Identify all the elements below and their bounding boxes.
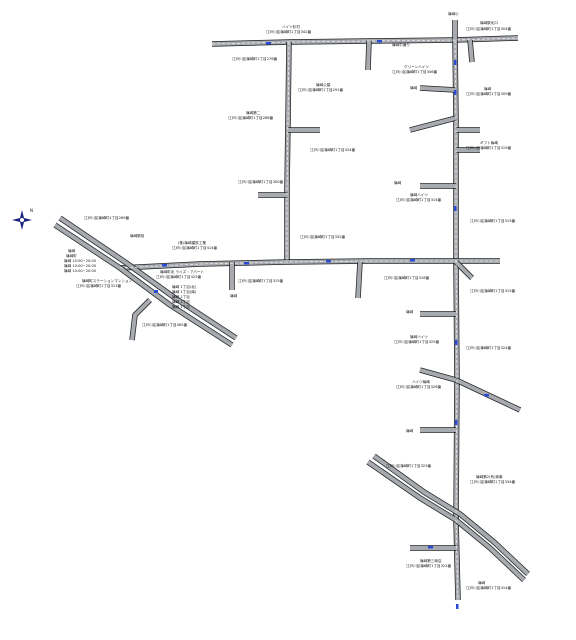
label: 篠崎 — [484, 86, 492, 91]
label: 篠崎 — [406, 428, 414, 433]
label: 篠崎 1丁目 — [172, 299, 190, 304]
label: ハイツ杉村 — [282, 24, 300, 29]
label: 篠崎第2(有)商事 — [476, 474, 503, 479]
label: 江戸川区篠崎町1丁目314番 — [396, 197, 441, 202]
label: 江戸川区篠崎町1丁目316番 — [384, 275, 429, 280]
label: 篠崎ハイツ — [410, 192, 428, 197]
label: 篠崎 — [68, 248, 76, 253]
label: 江戸川区篠崎町1丁目309番 — [466, 91, 511, 96]
label: 篠崎 10:00~20:00 — [64, 263, 97, 268]
label: 篠崎 10:00~20:00 — [64, 258, 97, 263]
car-marker — [454, 206, 457, 211]
car-marker — [454, 60, 457, 65]
car-marker — [244, 262, 249, 265]
label: ハイツ篠崎 — [412, 379, 430, 384]
label: 江戸川区篠崎町1丁目322番 — [406, 563, 451, 568]
car-marker — [410, 259, 415, 262]
label: 篠崎 — [394, 180, 402, 185]
label: ギフト篠崎 — [480, 140, 498, 145]
label: 江戸川区篠崎町1丁目342番 — [266, 29, 311, 34]
label: 江戸川区篠崎町1丁目326番 — [396, 384, 441, 389]
label: 篠崎町 — [66, 253, 77, 258]
car-marker — [454, 90, 457, 95]
vehicles — [154, 40, 489, 609]
label: 篠崎 10:00~20:00 — [64, 268, 97, 273]
label: 江戸川区篠崎町1丁目315番 — [238, 278, 283, 283]
label: 江戸川区篠崎町1丁目315番 — [470, 218, 515, 223]
label: 江戸川区篠崎町1丁目325番 — [394, 339, 439, 344]
label: 江戸川区篠崎町1丁目334番 — [470, 479, 515, 484]
label: 江戸川区篠崎町1丁目425番 — [156, 274, 201, 279]
label: 篠崎町ステーションマンション — [82, 278, 133, 283]
car-marker — [455, 420, 458, 425]
label: 江戸川区篠崎町1丁目465番 — [142, 322, 187, 327]
label: 江戸川区篠崎町1丁目269番 — [84, 215, 129, 220]
label: 江戸川区篠崎町1丁目291番 — [298, 87, 343, 92]
compass-label: N — [30, 208, 33, 213]
car-marker — [154, 290, 158, 293]
car-marker — [326, 260, 331, 263]
label: 篠崎公園 — [316, 82, 331, 87]
label: (株)篠崎建設工業 — [178, 240, 206, 245]
label: 江戸川区篠崎町1丁目276番 — [232, 56, 277, 61]
road-network — [53, 20, 530, 601]
label: 江戸川区篠崎町1丁目332番 — [300, 234, 345, 239]
car-marker — [456, 604, 459, 609]
label: 江戸川区篠崎町1丁目304番 — [466, 26, 511, 31]
car-marker — [455, 340, 458, 345]
label: 篠崎ハイツ — [410, 334, 428, 339]
label: 江戸川区篠崎町1丁目414番 — [466, 585, 511, 590]
label: 篠崎 — [478, 580, 486, 585]
label: 篠崎駅北口 — [480, 20, 498, 25]
car-marker — [428, 546, 433, 549]
label: 篠崎 — [406, 309, 414, 314]
car-marker — [484, 394, 489, 397]
label: 江戸川区篠崎町1丁目319番 — [466, 145, 511, 150]
label: 篠崎中通り — [392, 42, 410, 47]
label: 江戸川区篠崎町1丁目315番 — [470, 288, 515, 293]
label: 篠崎町北 ライズ・アパート — [160, 269, 204, 274]
label: 江戸川区篠崎町1丁目300番 — [238, 179, 283, 184]
label: 篠崎第二 — [246, 110, 261, 115]
compass-icon — [12, 210, 32, 230]
label: 江戸川区篠崎町1丁目286番 — [228, 115, 273, 120]
label: 篠崎第三商店 — [420, 558, 442, 563]
label: 篠崎小 — [448, 11, 459, 16]
label: 篠崎 1丁目 — [172, 294, 190, 299]
label: 篠崎 — [230, 293, 238, 298]
label: 篠崎 1丁目(南) — [172, 289, 197, 294]
label: 江戸川区篠崎町1丁目306番 — [392, 69, 437, 74]
lane-markings — [119, 37, 519, 601]
car-marker — [377, 40, 382, 43]
label: 江戸川区篠崎町1丁目313番 — [76, 283, 121, 288]
map-labels: ハイツ杉村 江戸川区篠崎町1丁目342番 篠崎小 篠崎中通り 篠崎駅北口 江戸川… — [64, 11, 515, 590]
car-marker — [162, 264, 167, 267]
label: 江戸川区篠崎町1丁目323番 — [386, 463, 431, 468]
label: 江戸川区篠崎町1丁目414番 — [172, 245, 217, 250]
label: グリーンハイツ — [404, 64, 429, 69]
label: 篠崎 1丁目 — [172, 304, 190, 309]
label: 篠崎駅前 — [130, 233, 145, 238]
label: 篠崎 — [410, 85, 418, 90]
car-marker — [266, 42, 271, 45]
label: 篠崎 1丁目(北) — [172, 284, 197, 289]
label: 江戸川区篠崎町1丁目324番 — [310, 147, 355, 152]
label: 江戸川区篠崎町1丁目324番 — [466, 345, 511, 350]
